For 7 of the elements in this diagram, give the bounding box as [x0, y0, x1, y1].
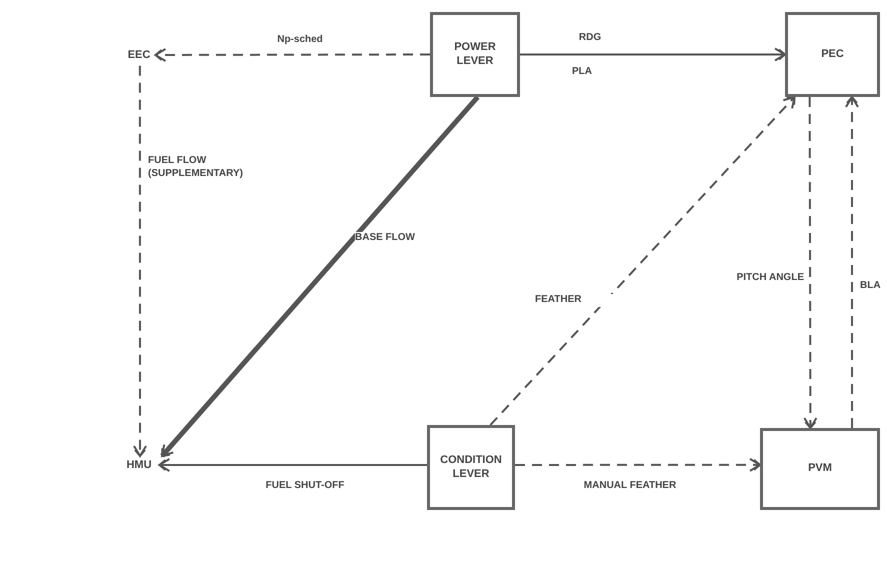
edge-label: FEATHER — [535, 294, 615, 306]
process-box: PVM — [760, 428, 880, 510]
node-label: EEC — [124, 46, 154, 64]
process-box: PEC — [785, 12, 880, 97]
process-box: POWER LEVER — [430, 12, 520, 97]
process-box: CONDITION LEVER — [427, 425, 515, 510]
node-label: HMU — [122, 456, 156, 474]
